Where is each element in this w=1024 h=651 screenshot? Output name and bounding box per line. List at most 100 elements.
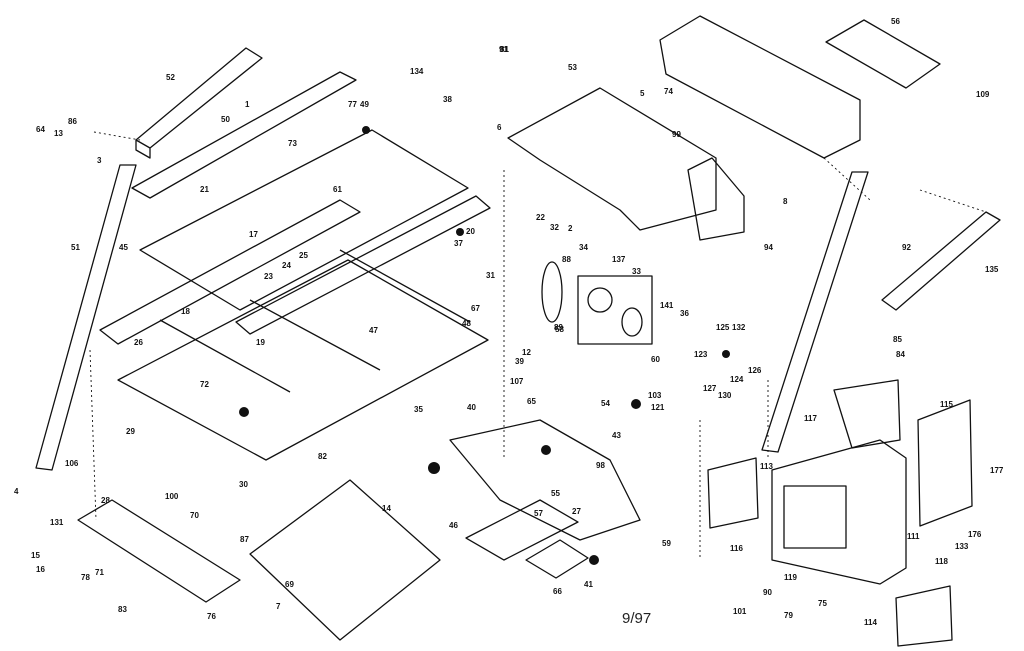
part-label-43: 43 <box>612 431 621 440</box>
part-label-32: 32 <box>550 223 559 232</box>
console <box>659 15 861 159</box>
part-label-119: 119 <box>784 573 797 582</box>
part-label-81: 81 <box>500 45 509 54</box>
bottom-plate <box>117 259 489 461</box>
speaker-right <box>895 585 953 647</box>
part-label-92: 92 <box>902 243 911 252</box>
part-label-133: 133 <box>955 542 969 551</box>
part-label-64: 64 <box>36 125 45 134</box>
part-label-40: 40 <box>467 403 476 412</box>
part-label-46: 46 <box>449 521 458 530</box>
date-code: 9/97 <box>622 610 652 627</box>
part-label-75: 75 <box>818 599 827 608</box>
part-label-141: 141 <box>660 301 674 310</box>
part-label-53: 53 <box>568 63 577 72</box>
part-label-22: 22 <box>536 213 545 222</box>
part-label-131: 131 <box>50 518 64 527</box>
part-label-49: 49 <box>360 100 369 109</box>
part-label-34: 34 <box>579 243 588 252</box>
part-label-35: 35 <box>414 405 423 414</box>
part-label-52: 52 <box>166 73 175 82</box>
part-label-30: 30 <box>239 480 248 489</box>
part-label-20: 20 <box>466 227 475 236</box>
part-label-116: 116 <box>730 544 743 553</box>
part-label-91: 91 <box>499 45 508 54</box>
part-label-117: 117 <box>804 414 817 423</box>
part-label-121: 121 <box>651 403 665 412</box>
part-label-16: 16 <box>36 565 45 574</box>
part-label-33: 33 <box>632 267 641 276</box>
part-label-94: 94 <box>764 243 773 252</box>
part-label-51: 51 <box>71 243 80 252</box>
part-label-15: 15 <box>31 551 40 560</box>
part-label-89: 89 <box>554 323 563 332</box>
part-label-74: 74 <box>664 87 673 96</box>
part-label-78: 78 <box>81 573 90 582</box>
cross-tube <box>159 249 471 393</box>
frame-left <box>99 199 361 345</box>
part-label-21: 21 <box>200 185 209 194</box>
part-label-111: 111 <box>907 532 920 541</box>
part-label-55: 55 <box>551 489 560 498</box>
controller-board <box>465 499 579 561</box>
part-label-7: 7 <box>276 602 281 611</box>
part-label-72: 72 <box>200 380 209 389</box>
tv-cabinet <box>771 439 907 585</box>
upright-left <box>35 164 137 471</box>
motor-hood <box>507 87 717 231</box>
part-label-135: 135 <box>985 265 999 274</box>
part-label-71: 71 <box>95 568 104 577</box>
handrail-left <box>135 47 263 159</box>
part-label-41: 41 <box>584 580 593 589</box>
part-label-124: 124 <box>730 375 744 384</box>
part-label-87: 87 <box>240 535 249 544</box>
part-label-70: 70 <box>190 511 199 520</box>
part-label-29: 29 <box>126 427 135 436</box>
part-label-123: 123 <box>694 350 708 359</box>
part-label-61: 61 <box>333 185 342 194</box>
upright-right <box>761 171 869 453</box>
part-label-118: 118 <box>935 557 948 566</box>
part-label-76: 76 <box>207 612 216 621</box>
part-label-113: 113 <box>760 462 773 471</box>
part-label-125: 125 <box>716 323 730 332</box>
part-label-58: 58 <box>555 325 564 334</box>
part-label-14: 14 <box>382 504 391 513</box>
console-overlay <box>825 19 941 89</box>
part-label-69: 69 <box>285 580 294 589</box>
part-label-83: 83 <box>118 605 127 614</box>
part-label-56: 56 <box>891 17 900 26</box>
part-label-6: 6 <box>497 123 502 132</box>
part-label-127: 127 <box>703 384 717 393</box>
part-label-24: 24 <box>282 261 291 270</box>
part-label-2: 2 <box>568 224 573 233</box>
base-cover <box>249 479 441 641</box>
part-label-8: 8 <box>783 197 788 206</box>
part-label-27: 27 <box>572 507 581 516</box>
part-label-47: 47 <box>369 326 378 335</box>
drive-belt <box>541 261 563 323</box>
part-label-114: 114 <box>864 618 877 627</box>
part-label-60: 60 <box>651 355 660 364</box>
part-label-176: 176 <box>968 530 982 539</box>
motor-bracket <box>449 419 641 541</box>
speaker-left <box>707 457 759 529</box>
part-label-132: 132 <box>732 323 746 332</box>
part-label-90: 90 <box>763 588 772 597</box>
part-label-54: 54 <box>601 399 610 408</box>
part-label-4: 4 <box>14 487 19 496</box>
walking-deck <box>139 129 469 311</box>
part-label-45: 45 <box>119 243 128 252</box>
part-label-3: 3 <box>97 156 102 165</box>
part-label-103: 103 <box>648 391 662 400</box>
part-label-59: 59 <box>662 539 671 548</box>
part-label-36: 36 <box>680 309 689 318</box>
part-label-13: 13 <box>54 129 63 138</box>
rail-left-top <box>131 71 357 199</box>
part-label-23: 23 <box>264 272 273 281</box>
part-label-12: 12 <box>522 348 531 357</box>
part-label-28: 28 <box>101 496 110 505</box>
hood-right <box>687 157 745 241</box>
